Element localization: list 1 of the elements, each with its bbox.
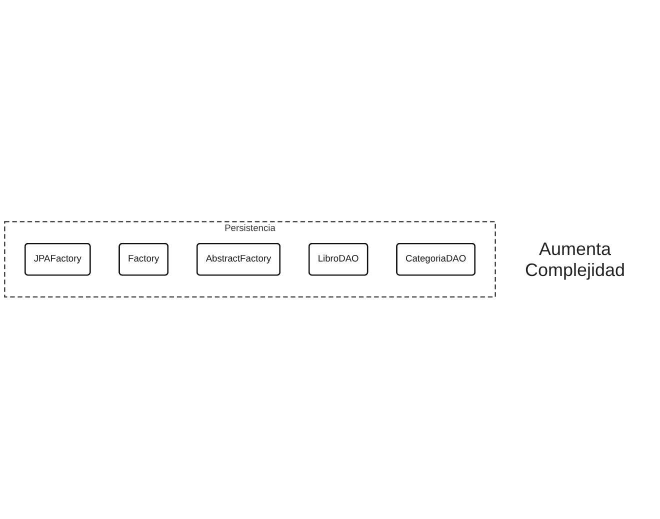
side-note: Aumenta Complejidad bbox=[524, 238, 626, 280]
